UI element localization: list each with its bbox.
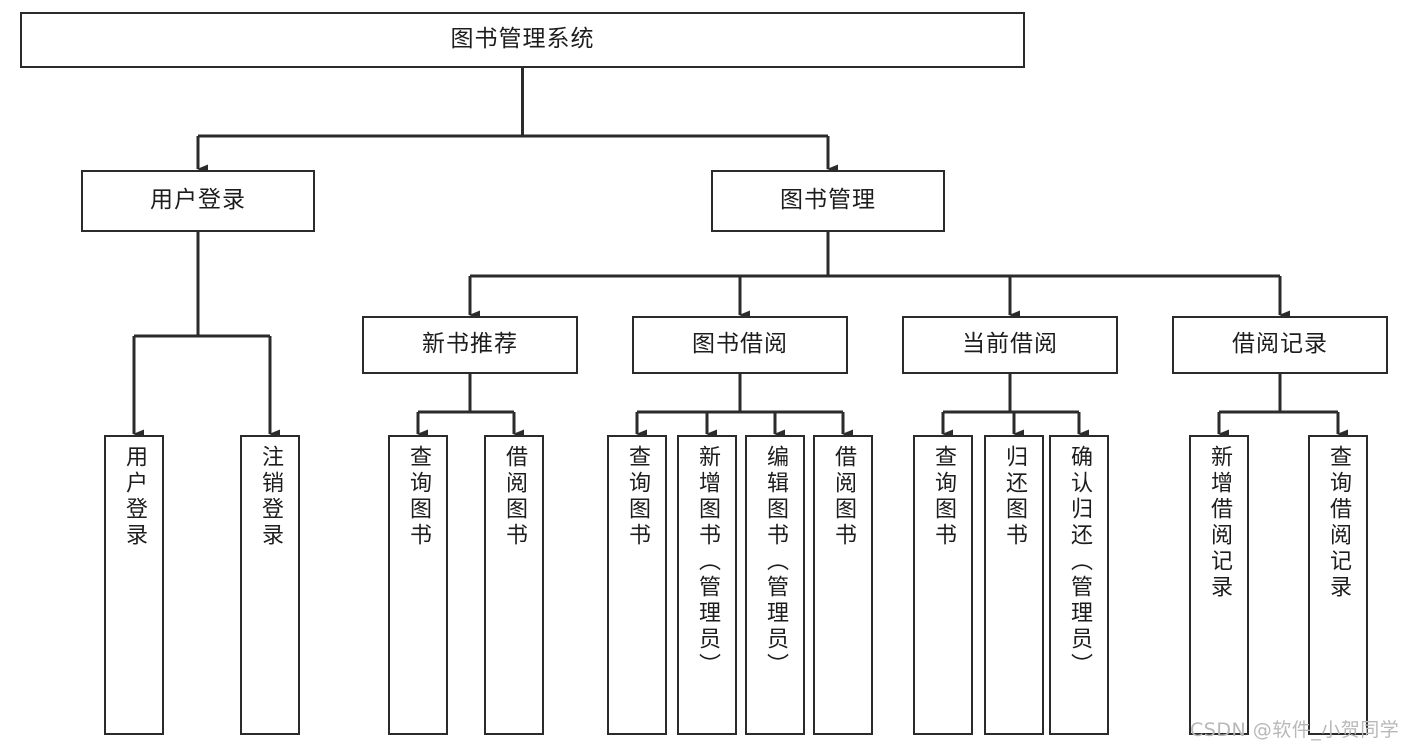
node-current-borrow[interactable]: 当前借阅 [902, 316, 1118, 374]
node-leaf-confirm-return[interactable]: 确认归还（管理员） [1049, 435, 1109, 735]
node-leaf-query-book-borrow[interactable]: 查询图书 [607, 435, 667, 735]
node-label: 借阅图书 [831, 445, 856, 549]
node-label: 图书管理 [780, 187, 876, 214]
node-label: 借阅图书 [502, 445, 527, 549]
node-label: 当前借阅 [962, 331, 1058, 358]
node-label: 图书借阅 [692, 331, 788, 358]
node-label: 查询图书 [931, 445, 956, 549]
node-label: 查询图书 [406, 445, 431, 549]
node-label: 用户登录 [150, 187, 246, 214]
node-leaf-query-book-rec[interactable]: 查询图书 [388, 435, 448, 735]
node-label: 编辑图书（管理员） [763, 445, 788, 679]
node-label: 借阅记录 [1232, 331, 1328, 358]
node-leaf-query-record[interactable]: 查询借阅记录 [1308, 435, 1368, 735]
node-leaf-user-logout[interactable]: 注销登录 [240, 435, 300, 735]
node-new-book-rec[interactable]: 新书推荐 [362, 316, 578, 374]
node-label: 图书管理系统 [450, 26, 595, 53]
node-user-login[interactable]: 用户登录 [81, 170, 315, 232]
node-leaf-add-book[interactable]: 新增图书（管理员） [677, 435, 737, 735]
node-leaf-borrow-book-rec[interactable]: 借阅图书 [484, 435, 544, 735]
node-label: 查询图书 [625, 445, 650, 549]
node-label: 新增图书（管理员） [695, 445, 720, 679]
node-label: 用户登录 [122, 445, 147, 549]
node-book-manage[interactable]: 图书管理 [711, 170, 945, 232]
node-label: 新书推荐 [422, 331, 518, 358]
node-label: 注销登录 [258, 445, 283, 549]
node-label: 查询借阅记录 [1326, 445, 1351, 601]
node-root[interactable]: 图书管理系统 [20, 12, 1025, 68]
node-leaf-query-book-current[interactable]: 查询图书 [913, 435, 973, 735]
node-label: 确认归还（管理员） [1067, 445, 1092, 679]
node-leaf-user-login[interactable]: 用户登录 [104, 435, 164, 735]
node-borrow-record[interactable]: 借阅记录 [1172, 316, 1388, 374]
node-leaf-add-record[interactable]: 新增借阅记录 [1189, 435, 1249, 735]
node-leaf-borrow-book[interactable]: 借阅图书 [813, 435, 873, 735]
node-leaf-edit-book[interactable]: 编辑图书（管理员） [745, 435, 805, 735]
node-label: 归还图书 [1002, 445, 1027, 549]
node-label: 新增借阅记录 [1207, 445, 1232, 601]
node-book-borrow[interactable]: 图书借阅 [632, 316, 848, 374]
node-leaf-return-book[interactable]: 归还图书 [984, 435, 1044, 735]
